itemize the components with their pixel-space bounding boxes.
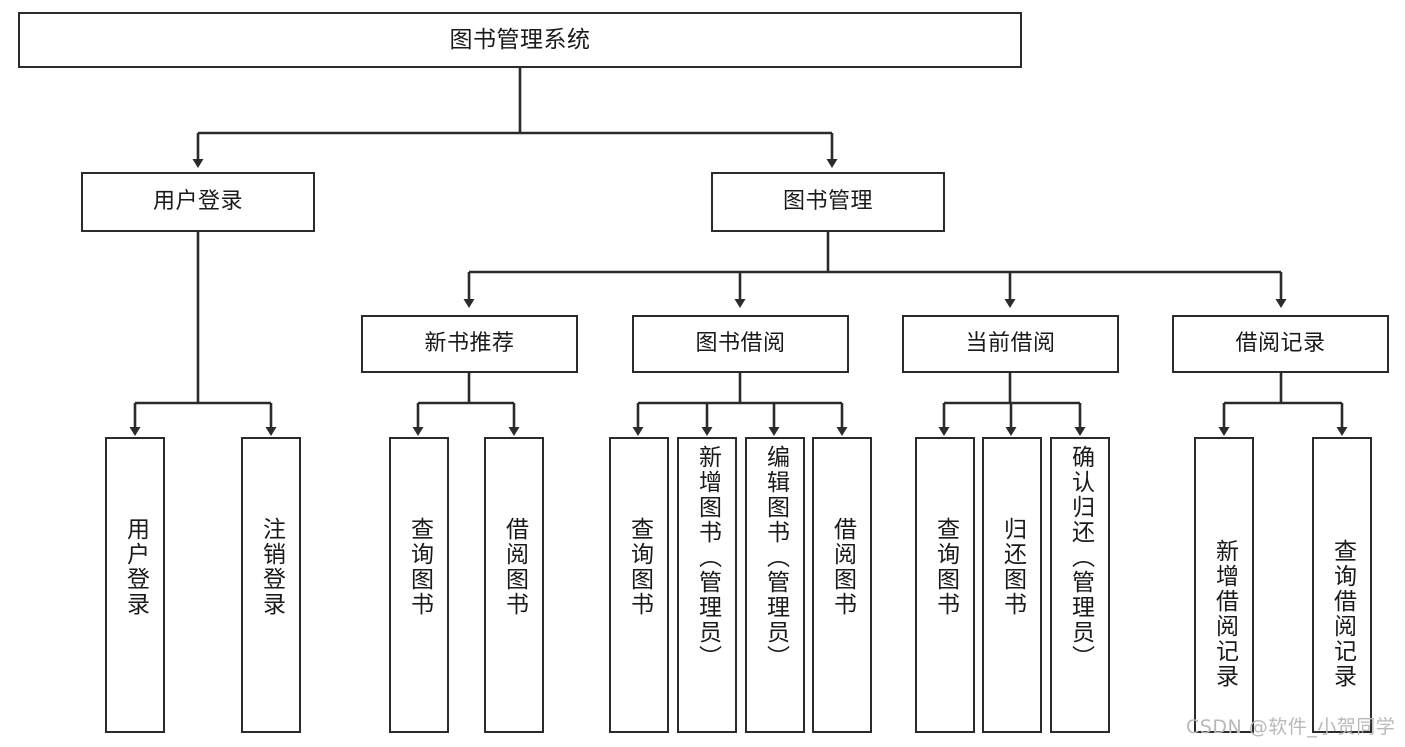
node-leaf-borrow-book-1[interactable]: 借阅图书 <box>484 437 544 733</box>
node-label: 当前借阅 <box>965 331 1056 357</box>
node-label: 借阅图书 <box>829 517 856 617</box>
node-leaf-query-book-2[interactable]: 查询图书 <box>609 437 669 733</box>
node-label: 用户登录 <box>152 189 243 215</box>
node-leaf-return-book[interactable]: 归还图书 <box>982 437 1042 733</box>
node-leaf-user-login[interactable]: 用户登录 <box>105 437 165 733</box>
node-label: 查询图书 <box>406 517 433 617</box>
node-root-system[interactable]: 图书管理系统 <box>18 12 1022 68</box>
node-label: 查询借阅记录 <box>1329 539 1356 689</box>
node-label: 查询图书 <box>932 517 959 617</box>
node-label: 借阅记录 <box>1235 331 1326 357</box>
node-leaf-borrow-book-2[interactable]: 借阅图书 <box>812 437 872 733</box>
node-label: 确认归还（管理员） <box>1067 445 1094 670</box>
node-leaf-edit-book[interactable]: 编辑图书（管理员） <box>745 437 805 733</box>
csdn-watermark: CSDN @软件_小贺同学 <box>1186 716 1396 738</box>
node-label: 新书推荐 <box>424 331 515 357</box>
node-label: 新增图书（管理员） <box>694 445 721 670</box>
node-book-manage[interactable]: 图书管理 <box>711 172 945 232</box>
node-label: 图书借阅 <box>695 331 786 357</box>
node-leaf-confirm-return[interactable]: 确认归还（管理员） <box>1050 437 1110 733</box>
node-user-login[interactable]: 用户登录 <box>81 172 315 232</box>
node-leaf-logout-login[interactable]: 注销登录 <box>241 437 301 733</box>
node-current-borrow[interactable]: 当前借阅 <box>902 315 1119 373</box>
node-label: 查询图书 <box>626 517 653 617</box>
node-label: 注销登录 <box>258 517 285 617</box>
node-leaf-query-book-3[interactable]: 查询图书 <box>915 437 975 733</box>
node-label: 图书管理 <box>782 189 873 215</box>
node-leaf-query-record[interactable]: 查询借阅记录 <box>1312 437 1372 733</box>
node-book-borrow[interactable]: 图书借阅 <box>632 315 849 373</box>
node-label: 新增借阅记录 <box>1211 539 1238 689</box>
node-label: 归还图书 <box>999 517 1026 617</box>
node-leaf-add-record[interactable]: 新增借阅记录 <box>1194 437 1254 733</box>
node-label: 用户登录 <box>122 517 149 617</box>
node-borrow-record[interactable]: 借阅记录 <box>1172 315 1389 373</box>
node-new-book-recommend[interactable]: 新书推荐 <box>361 315 578 373</box>
node-leaf-query-book-1[interactable]: 查询图书 <box>389 437 449 733</box>
node-label: 图书管理系统 <box>449 26 591 53</box>
node-label: 编辑图书（管理员） <box>762 445 789 670</box>
node-label: 借阅图书 <box>501 517 528 617</box>
node-leaf-add-book[interactable]: 新增图书（管理员） <box>677 437 737 733</box>
